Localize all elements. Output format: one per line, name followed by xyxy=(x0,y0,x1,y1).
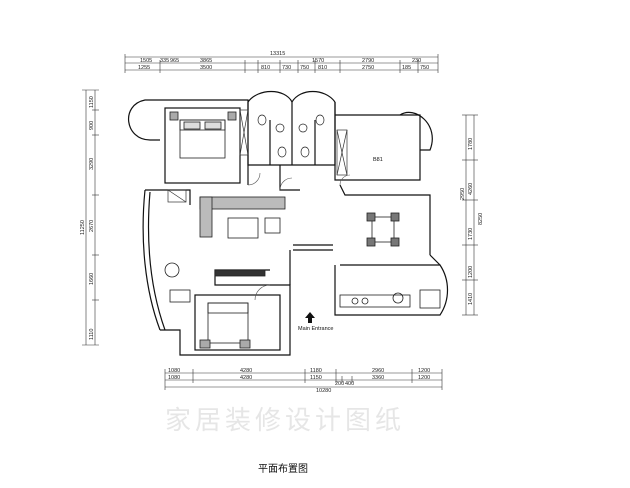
left-dim-1: 900 xyxy=(89,121,95,130)
top-dim-r2-5: 810 xyxy=(318,65,327,71)
top-overall-dim: 13315 xyxy=(270,51,285,57)
bottom-dim-r1-2: 1180 xyxy=(310,368,322,374)
left-dim-4: 1660 xyxy=(89,273,95,285)
top-dim-r1-1: 335 xyxy=(160,58,169,64)
bottom-dim-r2-6: 1200 xyxy=(418,375,430,381)
right-dim-2: 1730 xyxy=(468,228,474,240)
toilets xyxy=(257,114,325,158)
bottom-dim-r1-1: 4280 xyxy=(240,368,252,374)
living-furniture xyxy=(164,196,286,303)
top-dim-r2-0: 1255 xyxy=(138,65,150,71)
entrance-label: Main Entrance xyxy=(298,326,333,332)
top-dim-r2-4: 750 xyxy=(300,65,309,71)
bottom-dim-r2-2: 1150 xyxy=(310,375,322,381)
left-dim-3: 2670 xyxy=(89,220,95,232)
top-dim-r2-3: 730 xyxy=(282,65,291,71)
bath-left-arch xyxy=(247,90,293,103)
right-dim-0: 1780 xyxy=(468,138,474,150)
right-dimension-lines xyxy=(462,114,478,316)
top-dim-r2-2: 810 xyxy=(261,65,270,71)
bath-right-arch xyxy=(291,90,336,103)
bottom-dim-r2-4: 400 xyxy=(345,381,354,387)
bottom-dim-r2-0: 1080 xyxy=(168,375,180,381)
top-dim-r2-6: 2750 xyxy=(362,65,374,71)
top-dimension-lines xyxy=(124,54,439,73)
master-bed xyxy=(169,111,237,159)
right-dim-1: 4260 xyxy=(468,183,474,195)
top-dim-r1-6: 230 xyxy=(412,58,421,64)
closets xyxy=(167,109,348,203)
watermark: 家居装修设计图纸 xyxy=(165,406,406,436)
walls xyxy=(128,90,449,356)
bottom-dim-r2-5: 3360 xyxy=(372,375,384,381)
door-swings xyxy=(247,172,351,301)
entrance-arrow-icon xyxy=(305,312,315,323)
nw-bay-window xyxy=(128,99,165,141)
drawing-caption: 平面布置图 xyxy=(258,464,308,475)
top-dim-r2-8: 750 xyxy=(420,65,429,71)
right-dim-5: 1410 xyxy=(468,293,474,305)
top-dim-r1-0: 1505 xyxy=(140,58,152,64)
top-dim-r1-2: 965 xyxy=(170,58,179,64)
bottom-dimension-lines xyxy=(164,369,443,390)
bottom-overall-dim: 10280 xyxy=(316,388,331,394)
top-dim-r2-1: 3500 xyxy=(200,65,212,71)
room-tag: B81 xyxy=(373,157,383,163)
bottom-dim-r1-4: 1200 xyxy=(418,368,430,374)
south-bed xyxy=(199,302,251,349)
top-dim-r1-5: 2790 xyxy=(362,58,374,64)
left-dimension-lines xyxy=(82,89,99,346)
south-bedroom-outline xyxy=(194,294,281,351)
top-dim-r1-3: 3865 xyxy=(200,58,212,64)
left-dim-5: 1110 xyxy=(89,329,95,340)
west-curved-wall xyxy=(142,189,161,331)
kitchen-outline xyxy=(334,264,449,316)
bottom-dim-r1-0: 1080 xyxy=(168,368,180,374)
bottom-dim-r2-1: 4280 xyxy=(240,375,252,381)
right-dim-4: 1200 xyxy=(468,266,474,278)
bottom-dim-r2-3: 200 xyxy=(335,381,344,387)
right-dim-3: 2950 xyxy=(460,188,466,200)
left-dim-0: 1150 xyxy=(89,96,95,108)
right-overall-dim: 8250 xyxy=(478,213,484,225)
top-dim-r1-4: 1570 xyxy=(312,58,324,64)
left-dim-2: 3290 xyxy=(89,158,95,170)
dining-set xyxy=(366,212,400,247)
kitchen-counter xyxy=(339,289,441,309)
ne-bay-window xyxy=(399,111,433,151)
top-dim-r2-7: 185 xyxy=(402,65,411,71)
bottom-dim-r1-3: 2960 xyxy=(372,368,384,374)
left-overall-dim: 11250 xyxy=(80,220,86,235)
